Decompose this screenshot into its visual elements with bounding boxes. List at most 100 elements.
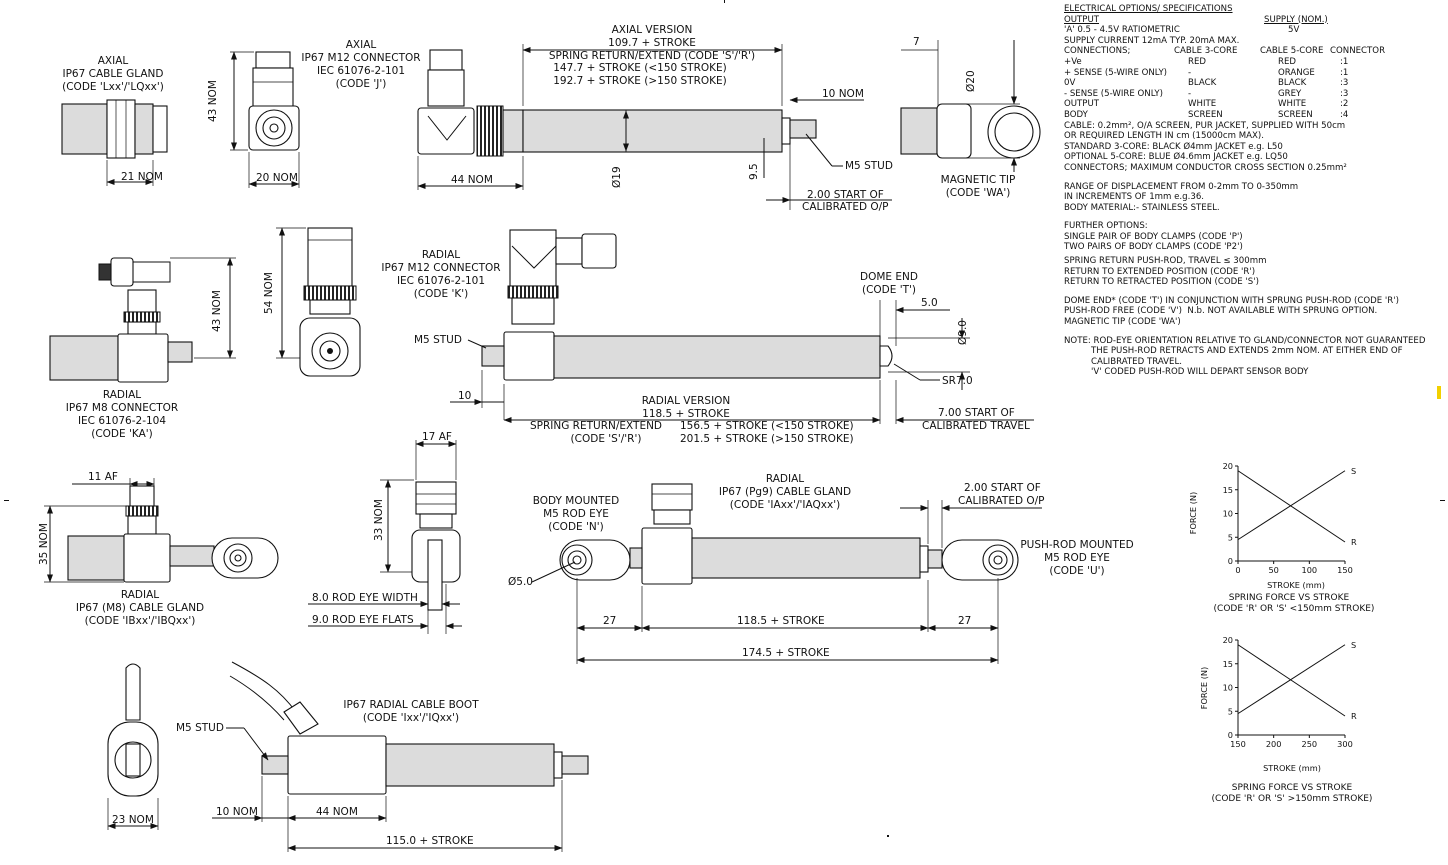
spec-further-line: FURTHER OPTIONS:: [1064, 221, 1148, 232]
spec-cable-line: OPTIONAL 5-CORE: BLUE Ø4.6mm JACKET e.g.…: [1064, 152, 1288, 163]
dome-radius: SR7.0: [942, 375, 973, 387]
spec-output-head: OUTPUT: [1064, 14, 1100, 25]
spec-further-line: TWO PAIRS OF BODY CLAMPS (CODE 'P2'): [1064, 242, 1243, 253]
chart-series-line-S: [1237, 470, 1346, 541]
chart2-ylabel: FORCE (N): [1199, 667, 1209, 709]
axial-version-view: AXIAL VERSION 109.7 + STROKE SPRING RETU…: [417, 24, 893, 213]
spec-conn-head-3: CONNECTOR: [1330, 46, 1386, 57]
chart-y-tick-label: 15: [1223, 659, 1233, 669]
radial-version-title: RADIAL VERSION: [642, 395, 731, 407]
chart-y-tick-label: 0: [1228, 556, 1233, 566]
body-eye-label-3: (CODE 'N'): [548, 521, 603, 533]
spec-spring-line: RETURN TO EXTENDED POSITION (CODE 'R'): [1064, 266, 1256, 277]
boot-label-2: (CODE 'Ixx'/'IQxx'): [363, 712, 459, 724]
pg9-height: 33 NOM: [373, 499, 385, 541]
spring-force-chart-short: SPRING FORCE VS STROKE (CODE 'R' OR 'S' …: [1188, 461, 1374, 614]
radial-m8-label-2: IP67 M8 CONNECTOR: [66, 402, 178, 414]
chart-series-line-S: [1237, 644, 1346, 715]
spec-further-block: FURTHER OPTIONS:SINGLE PAIR OF BODY CLAM…: [1064, 221, 1444, 253]
radial-m12-label-4: (CODE 'K'): [414, 288, 469, 300]
spec-dome-block: DOME END* (CODE 'T') IN CONJUNCTION WITH…: [1064, 296, 1444, 328]
pg9-start-label-2: CALIBRATED O/P: [958, 495, 1045, 507]
radial-m8-view: 43 NOM RADIAL IP67 M8 CONNECTOR IEC 6107…: [49, 257, 236, 440]
spec-connection-cell: WHITE: [1278, 99, 1307, 110]
axial-rod-length: 10 NOM: [822, 88, 864, 100]
spec-spring-line: RETURN TO RETRACTED POSITION (CODE 'S'): [1064, 277, 1259, 288]
specification-panel: ELECTRICAL OPTIONS/ SPECIFICATIONS OUTPU…: [1064, 4, 1444, 378]
edge-mark-right: [1440, 500, 1445, 501]
spec-output-a: 'A' 0.5 - 4.5V RATIOMETRIC: [1064, 25, 1180, 36]
magnetic-tip-diameter: Ø20: [965, 70, 977, 92]
axial-start-label-2: CALIBRATED O/P: [802, 201, 889, 213]
spec-connection-cell: -: [1188, 88, 1192, 99]
spec-connection-cell: -: [1188, 67, 1192, 78]
axial-version-length: 109.7 + STROKE: [608, 37, 696, 49]
chart-series-label: S: [1351, 466, 1356, 476]
axial-spring-short: 147.7 + STROKE (<150 STROKE): [553, 62, 727, 74]
spec-connection-cell: SCREEN: [1188, 109, 1223, 120]
radial-version-view: Ø9.0 5.0 DOME END (CODE 'T') SR7.0 M5 ST…: [414, 229, 1034, 445]
boot-stud-length: 10 NOM: [216, 806, 258, 818]
chart-y-tick-label: 5: [1228, 532, 1233, 542]
chart-y-tick-label: 20: [1223, 635, 1233, 645]
chart-y-tick-label: 20: [1223, 461, 1233, 471]
chart1-xlabel: STROKE (mm): [1267, 580, 1325, 590]
spec-note-line: THE PUSH-ROD RETRACTS AND EXTENDS 2mm NO…: [1091, 346, 1403, 357]
highlight-marker: [1437, 386, 1441, 399]
spec-dome-line: DOME END* (CODE 'T') IN CONJUNCTION WITH…: [1064, 295, 1399, 306]
body-eye-label-1: BODY MOUNTED: [533, 495, 620, 507]
edge-mark-top: [724, 0, 725, 3]
radial-start-label-1: 7.00 START OF: [938, 407, 1015, 419]
spec-connection-cell: OUTPUT: [1064, 99, 1100, 110]
spec-connection-row: - SENSE (5-WIRE ONLY)-GREY:3: [1064, 89, 1444, 100]
spec-connection-cell: RED: [1188, 56, 1207, 67]
chart1-ylabel: FORCE (N): [1188, 492, 1198, 534]
axial-stud-label: M5 STUD: [845, 160, 893, 172]
axial-m12-side-view: 43 NOM 20 NOM AXIAL IP67 M12 CONNECTOR I…: [207, 39, 421, 188]
spec-connection-cell: RED: [1278, 56, 1297, 67]
spec-connection-cell: BODY: [1064, 109, 1088, 120]
spec-connection-cell: :3: [1340, 78, 1349, 89]
m8-gland-label-2: IP67 (M8) CABLE GLAND: [76, 602, 204, 614]
chart-x-tick-label: 250: [1302, 739, 1318, 749]
radial-m8-label-3: IEC 61076-2-104: [78, 415, 166, 427]
chart-x-tick-label: 50: [1268, 565, 1278, 575]
magnetic-tip-label-1: MAGNETIC TIP: [941, 174, 1016, 186]
magnetic-tip-length: 7: [913, 36, 920, 48]
boot-total-length: 115.0 + STROKE: [386, 835, 474, 847]
radial-m12-end-view: 54 NOM RADIAL IP67 M12 CONNECTOR IEC 610…: [263, 227, 501, 377]
spec-range-line: IN INCREMENTS OF 1mm e.g.36.: [1064, 192, 1205, 203]
spec-title: ELECTRICAL OPTIONS/ SPECIFICATIONS: [1064, 4, 1233, 14]
chart-x-tick-label: 150: [1230, 739, 1246, 749]
radial-m12-label-3: IEC 61076-2-101: [397, 275, 485, 287]
radial-stud-label: M5 STUD: [414, 334, 462, 346]
spec-connections-header: CONNECTIONS; CABLE 3-CORE CABLE 5-CORE C…: [1064, 46, 1444, 57]
chart1-title: SPRING FORCE VS STROKE: [1229, 593, 1350, 603]
spec-cable-block: CABLE: 0.2mm², O/A SCREEN, PUR JACKET, S…: [1064, 121, 1444, 174]
dome-diameter: Ø9.0: [957, 320, 969, 345]
cable-boot-side-view: IP67 RADIAL CABLE BOOT (CODE 'Ixx'/'IQxx…: [176, 661, 589, 852]
radial-spring-long: 201.5 + STROKE (>150 STROKE): [680, 433, 854, 445]
rod-eye-flats: 9.0 ROD EYE FLATS: [312, 614, 414, 626]
spec-dome-line: MAGNETIC TIP (CODE 'WA'): [1064, 317, 1181, 328]
spec-connection-cell: BLACK: [1278, 78, 1307, 89]
chart-series-label: S: [1351, 640, 1356, 650]
chart-x-tick-label: 100: [1302, 565, 1318, 575]
pg9-af: 17 AF: [422, 431, 452, 443]
axial-gland-label-2: IP67 CABLE GLAND: [62, 68, 163, 80]
chart-series-label: R: [1351, 537, 1357, 547]
chart-y-tick-label: 10: [1223, 509, 1233, 519]
radial-spring-label-1: SPRING RETURN/EXTEND: [530, 420, 662, 432]
pushrod-eye-label-2: M5 ROD EYE: [1044, 552, 1110, 564]
eye-dim-left: 27: [603, 615, 616, 627]
spec-dome-line: PUSH-ROD FREE (CODE 'V') N.b. NOT AVAILA…: [1064, 306, 1378, 317]
spec-connection-cell: BLACK: [1188, 78, 1217, 89]
spec-supply-head: SUPPLY (NOM.): [1264, 14, 1328, 25]
pushrod-eye-label-3: (CODE 'U'): [1049, 565, 1104, 577]
spec-spring-line: SPRING RETURN PUSH-ROD, TRAVEL ≤ 300mm: [1064, 256, 1267, 267]
spec-cable-line: OR REQUIRED LENGTH IN cm (15000cm MAX).: [1064, 131, 1264, 142]
axial-spring-label: SPRING RETURN/EXTEND (CODE 'S'/'R'): [549, 50, 755, 62]
